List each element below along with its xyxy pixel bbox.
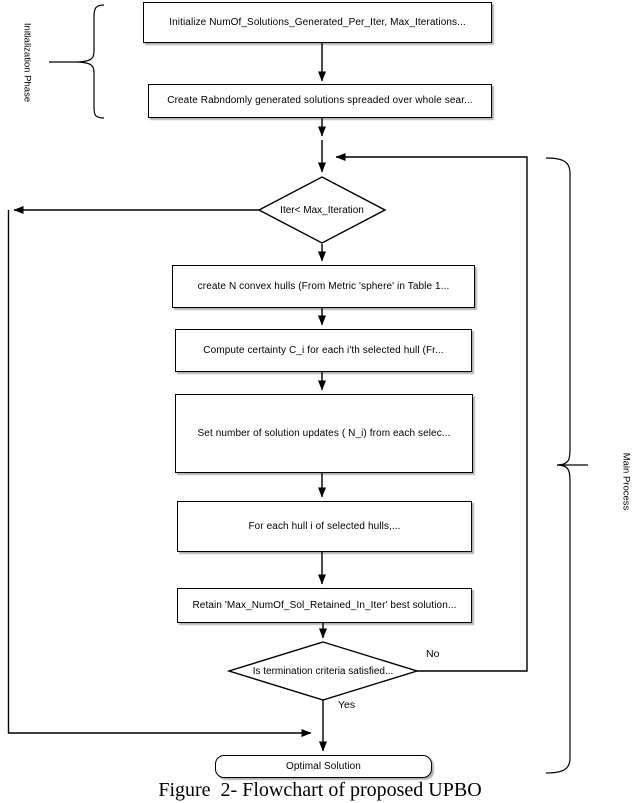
brace-initialization-phase xyxy=(73,4,105,119)
phase-label-main-process: Main Process xyxy=(620,452,632,511)
decision-diamond-termination xyxy=(226,641,420,701)
process-box-retain-best-label: Retain 'Max_NumOf_Sol_Retained_In_Iter' … xyxy=(192,599,457,611)
process-box-for-each-hull: For each hull i of selected hulls,... xyxy=(177,501,472,552)
process-box-create-random-label: Create Rabndomly generated solutions spr… xyxy=(167,95,473,106)
edge-label-no: No xyxy=(426,648,440,660)
process-box-for-each-hull-label: For each hull i of selected hulls,... xyxy=(248,520,401,532)
process-box-initialize: Initialize NumOf_Solutions_Generated_Per… xyxy=(143,2,492,43)
edge-label-yes: Yes xyxy=(338,699,356,711)
process-box-set-updates-label: Set number of solution updates ( N_i) fr… xyxy=(197,427,451,439)
figure-caption: Figure 2- Flowchart of proposed UPBO xyxy=(158,779,482,801)
decision-termination-label: Is termination criteria satisfied... xyxy=(252,665,394,677)
decision-diamond-iteration xyxy=(257,176,387,244)
arrow-left-feedback-to-optimal xyxy=(7,210,312,737)
process-box-compute-certainty: Compute certainty C_i for each i'th sele… xyxy=(175,329,472,372)
brace-main-process xyxy=(545,157,571,774)
process-box-compute-certainty-label: Compute certainty C_i for each i'th sele… xyxy=(203,344,444,356)
process-box-initialize-label: Initialize NumOf_Solutions_Generated_Per… xyxy=(169,16,466,28)
terminal-box-optimal-solution: Optimal Solution xyxy=(215,755,432,778)
process-box-create-hulls: create N convex hulls (From Metric 'sphe… xyxy=(172,265,475,308)
process-box-create-random: Create Rabndomly generated solutions spr… xyxy=(148,84,492,118)
decision-iteration-label: Iter< Max_Iteration xyxy=(280,204,364,216)
process-box-create-hulls-label: create N convex hulls (From Metric 'sphe… xyxy=(197,280,450,292)
phase-label-initialization: Initialization Phase xyxy=(21,22,33,103)
process-box-set-updates: Set number of solution updates ( N_i) fr… xyxy=(175,394,473,473)
process-box-retain-best: Retain 'Max_NumOf_Sol_Retained_In_Iter' … xyxy=(177,588,472,623)
arrow-no-feedback-loop xyxy=(335,153,528,672)
terminal-box-optimal-solution-label: Optimal Solution xyxy=(286,760,361,772)
